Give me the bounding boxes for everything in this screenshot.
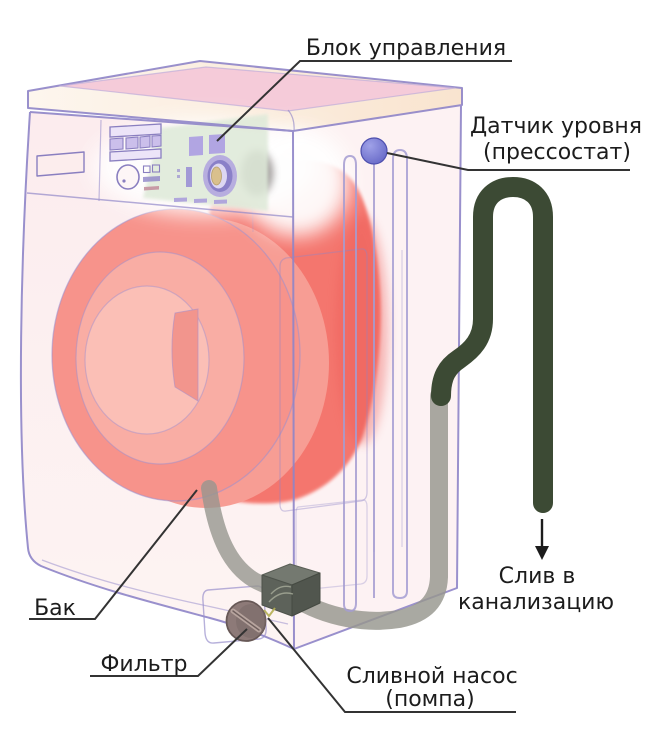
labels: Блок управления Датчик уровня (прессоста… (34, 36, 642, 712)
label-drain-sewer-1: Слив в (499, 564, 576, 589)
label-tank: Бак (34, 596, 76, 621)
filter-knob (225, 600, 267, 642)
level-sensor-ball (360, 137, 388, 165)
leader-tank (29, 489, 198, 620)
label-level-sensor-2: (прессостат) (483, 140, 631, 165)
lid-corner-crease (287, 109, 295, 132)
label-level-sensor-1: Датчик уровня (470, 114, 642, 139)
control-panel-face (143, 114, 268, 211)
drain-hose-inside (284, 387, 448, 630)
drawer-divider-seam (98, 119, 102, 202)
label-control-unit: Блок управления (306, 36, 506, 61)
panel-markings (142, 164, 227, 204)
display-window (189, 136, 203, 156)
pressostat-tubes (343, 148, 408, 613)
label-drain-pump-2: (помпа) (385, 687, 474, 712)
drain-arrow-icon (535, 519, 549, 560)
label-drain-sewer-2: канализацию (458, 590, 614, 615)
lid-top-surface (60, 67, 455, 111)
lid-top-outline (59, 66, 456, 112)
control-panel (36, 114, 268, 211)
panel-bottom-seam (26, 192, 294, 218)
leader-drain-pump (267, 617, 516, 713)
door-handle (171, 308, 199, 402)
label-drain-pump-1: Сливной насос (346, 664, 517, 689)
drawer-handle-slot (36, 151, 85, 177)
leader-lines (29, 60, 630, 713)
pump-check-mark (263, 607, 276, 617)
leader-level-sensor (386, 152, 630, 171)
temperature-knob-marker (122, 179, 126, 183)
detergent-drawer-bottom-bar (109, 148, 162, 162)
label-filter: Фильтр (100, 652, 187, 677)
drain-hose-outside (431, 176, 553, 513)
pump-clamp-arcs (268, 585, 294, 603)
detergent-drawer-top-bar (109, 123, 162, 138)
right-face-outline (293, 104, 462, 650)
temperature-knob (116, 164, 140, 190)
drain-pump (261, 563, 321, 617)
program-knob (203, 155, 237, 197)
leader-filter (90, 628, 248, 677)
display-window-2 (209, 134, 225, 154)
drawer-buttons (109, 134, 162, 151)
lid-outline (27, 60, 463, 132)
leader-control-unit (216, 60, 512, 142)
